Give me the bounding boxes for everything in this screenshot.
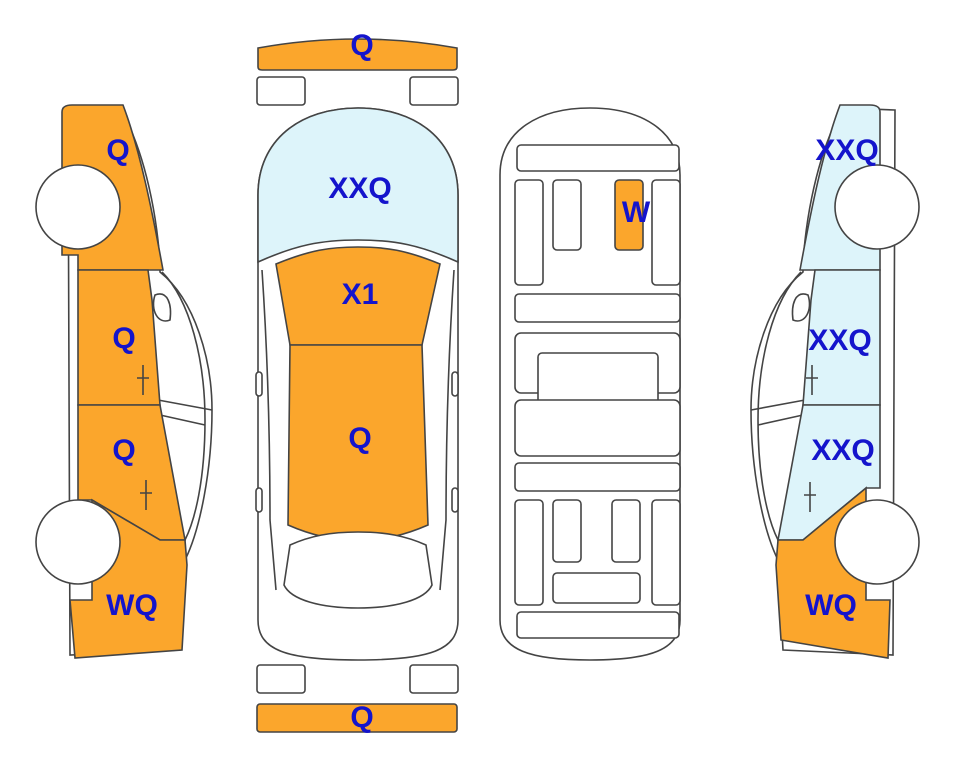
- right-rear-wheel: [834, 499, 920, 585]
- rear-window: [283, 531, 433, 609]
- underbody-part: [651, 179, 681, 286]
- left-rear-handle: [255, 487, 263, 513]
- right-mirror: [791, 293, 811, 322]
- underbody-part: [514, 462, 681, 492]
- right-front-door-panel[interactable]: [802, 269, 881, 406]
- rear-bumper-label: Q: [350, 701, 373, 734]
- front-bumper-panel[interactable]: [257, 38, 458, 71]
- left-rear-handle: [140, 480, 152, 510]
- right-rear-door-label: XXQ: [811, 434, 874, 467]
- right-rear-handle: [804, 482, 816, 512]
- roof-label: Q: [348, 422, 371, 455]
- left-front-fender-label: Q: [106, 134, 129, 167]
- front-bumper-label: Q: [350, 29, 373, 62]
- hood-label: XXQ: [328, 172, 391, 205]
- underbody-part: [514, 399, 681, 457]
- windshield-label: X1: [342, 278, 379, 311]
- underbody-part: [514, 499, 544, 606]
- right-side-view: XXQ XXQ XXQ WQ: [750, 104, 920, 659]
- left-rear-door-label: Q: [112, 434, 135, 467]
- rear-light-left: [256, 664, 306, 694]
- left-mirror: [152, 293, 172, 322]
- underbody-view: W: [499, 107, 681, 661]
- front-bumper: Q: [256, 29, 459, 106]
- underbody-part: [611, 499, 641, 563]
- left-front-wheel: [35, 164, 121, 250]
- left-window-line: [161, 271, 206, 541]
- left-front-door-panel[interactable]: [77, 269, 161, 406]
- left-beltline: [157, 399, 213, 426]
- rear-bumper-panel[interactable]: [256, 703, 458, 733]
- right-front-fender-label: XXQ: [815, 134, 878, 167]
- front-light-right: [409, 76, 459, 106]
- underbody-part: [552, 179, 582, 251]
- left-front-handle: [137, 365, 149, 395]
- underbody-part: [516, 144, 680, 172]
- right-rear-handle: [451, 487, 459, 513]
- right-mirror: [451, 371, 459, 397]
- right-front-wheel: [834, 164, 920, 250]
- right-front-handle: [806, 365, 818, 395]
- front-light-left: [256, 76, 306, 106]
- trunk-center-panel[interactable]: [614, 179, 644, 251]
- underbody-part: [651, 499, 681, 606]
- left-pillar-line: [261, 269, 277, 591]
- underbody-part: [552, 499, 582, 563]
- underbody-part: [552, 572, 641, 604]
- underbody-part: [514, 179, 544, 286]
- rear-light-right: [409, 664, 459, 694]
- rear-bumper: Q: [256, 664, 459, 734]
- right-window-line: [757, 271, 802, 541]
- left-side-view: Q Q Q WQ: [35, 104, 213, 659]
- underbody-part: [516, 611, 680, 639]
- trunk-center-label: W: [622, 196, 651, 229]
- hood-panel[interactable]: [257, 107, 459, 264]
- left-mirror: [255, 371, 263, 397]
- right-rear-quarter-label: WQ: [805, 589, 857, 622]
- left-rear-wheel: [35, 499, 121, 585]
- windshield-panel[interactable]: [275, 246, 441, 346]
- right-pillar-line: [439, 269, 455, 591]
- right-beltline: [750, 399, 806, 426]
- top-view: XXQ X1 Q: [255, 107, 459, 661]
- right-front-door-label: XXQ: [808, 324, 871, 357]
- left-front-door-label: Q: [112, 322, 135, 355]
- left-rear-quarter-label: WQ: [106, 589, 158, 622]
- underbody-part: [514, 293, 681, 323]
